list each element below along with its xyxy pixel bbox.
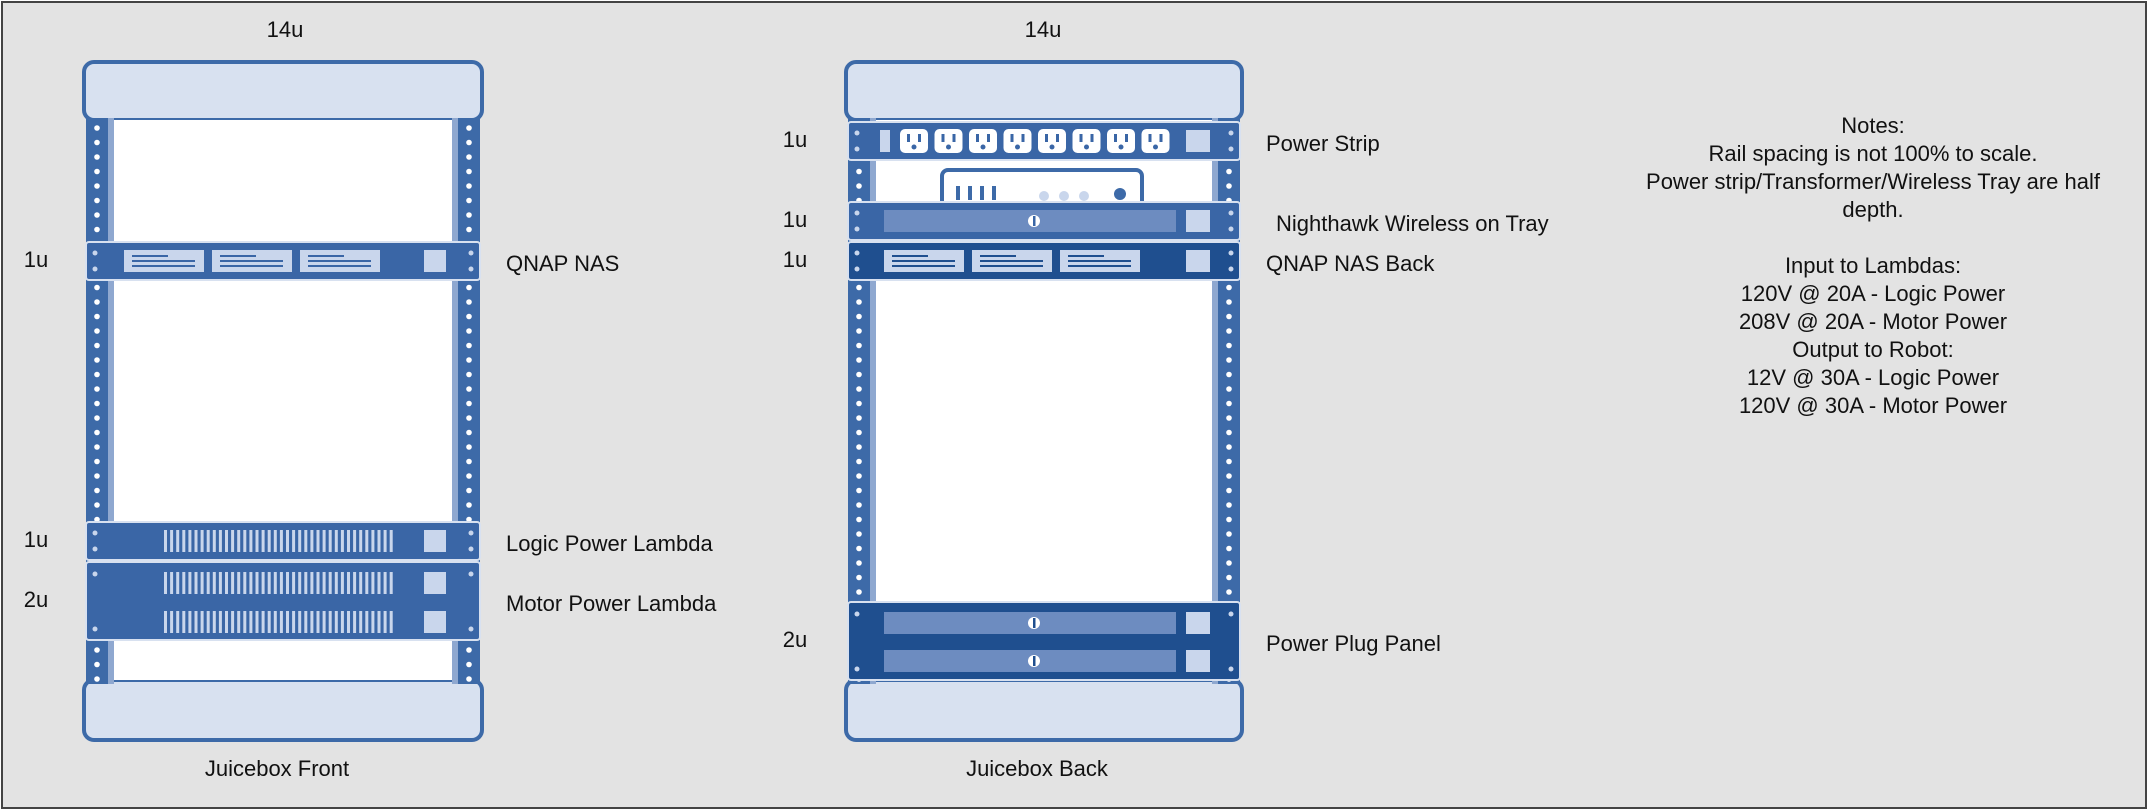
- back-device-qnap-nas-back-u: 1u: [783, 247, 807, 272]
- notes-line: Rail spacing is not 100% to scale.: [1709, 141, 2038, 166]
- back-device-power-plug-panel-u: 2u: [783, 627, 807, 652]
- front-device-logic-power-lambda-label: Logic Power Lambda: [506, 531, 713, 556]
- front-device-motor-power-lambda-u: 2u: [24, 587, 48, 612]
- rack-back-caption: Juicebox Back: [966, 756, 1109, 781]
- nas-unit-icon: [92, 250, 474, 272]
- rack-back-height-label: 14u: [1025, 17, 1062, 42]
- back-device-power-strip-u: 1u: [783, 127, 807, 152]
- rack-front-height-label: 14u: [267, 17, 304, 42]
- notes-line: 208V @ 20A - Motor Power: [1739, 309, 2007, 334]
- rack-back: 14u 1u Po: [783, 17, 1549, 781]
- notes-line: 120V @ 20A - Logic Power: [1741, 281, 2005, 306]
- rack-front-top-cap: [82, 60, 484, 122]
- notes-line: 12V @ 30A - Logic Power: [1747, 365, 1999, 390]
- front-device-motor-power-lambda-label: Motor Power Lambda: [506, 591, 717, 616]
- back-device-power-plug-panel[interactable]: [847, 601, 1241, 681]
- power-supply-icon: [164, 572, 393, 594]
- rack-front-bottom-cap: [82, 678, 484, 742]
- back-device-power-strip-label: Power Strip: [1266, 131, 1380, 156]
- power-strip-icon: [900, 129, 1170, 153]
- back-device-wireless-tray[interactable]: [847, 201, 1241, 241]
- rack-back-top-cap: [844, 60, 1244, 122]
- front-device-logic-power-lambda[interactable]: [85, 521, 481, 561]
- nas-unit-icon: [884, 250, 1210, 272]
- front-device-qnap-nas[interactable]: [85, 241, 481, 281]
- rack-back-bottom-cap: [844, 678, 1244, 742]
- back-device-power-plug-panel-label: Power Plug Panel: [1266, 631, 1441, 656]
- back-device-power-strip[interactable]: [847, 121, 1241, 161]
- notes-line: depth.: [1842, 197, 1903, 222]
- back-device-qnap-nas-back-label: QNAP NAS Back: [1266, 251, 1435, 276]
- back-device-wireless-tray-label: Nighthawk Wireless on Tray: [1276, 211, 1549, 236]
- back-device-wireless-tray-u: 1u: [783, 207, 807, 232]
- power-supply-icon: [164, 530, 393, 552]
- front-device-logic-power-lambda-u: 1u: [24, 527, 48, 552]
- power-supply-icon: [164, 611, 393, 633]
- notes-line: Input to Lambdas:: [1785, 253, 1961, 278]
- front-device-qnap-nas-label: QNAP NAS: [506, 251, 619, 276]
- notes-line: Power strip/Transformer/Wireless Tray ar…: [1646, 169, 2101, 194]
- plug-panel-icon: [884, 612, 1210, 672]
- notes-line: Notes:: [1841, 113, 1905, 138]
- rack-front: 14u: [24, 17, 717, 781]
- rack-front-caption: Juicebox Front: [205, 756, 349, 781]
- front-device-motor-power-lambda[interactable]: [85, 561, 481, 641]
- tray-icon: [884, 210, 1210, 232]
- front-device-qnap-nas-u: 1u: [24, 247, 48, 272]
- notes-block: Notes: Rail spacing is not 100% to scale…: [1646, 113, 2101, 418]
- notes-line: Output to Robot:: [1792, 337, 1953, 362]
- back-device-qnap-nas-back[interactable]: [847, 241, 1241, 281]
- notes-line: 120V @ 30A - Motor Power: [1739, 393, 2007, 418]
